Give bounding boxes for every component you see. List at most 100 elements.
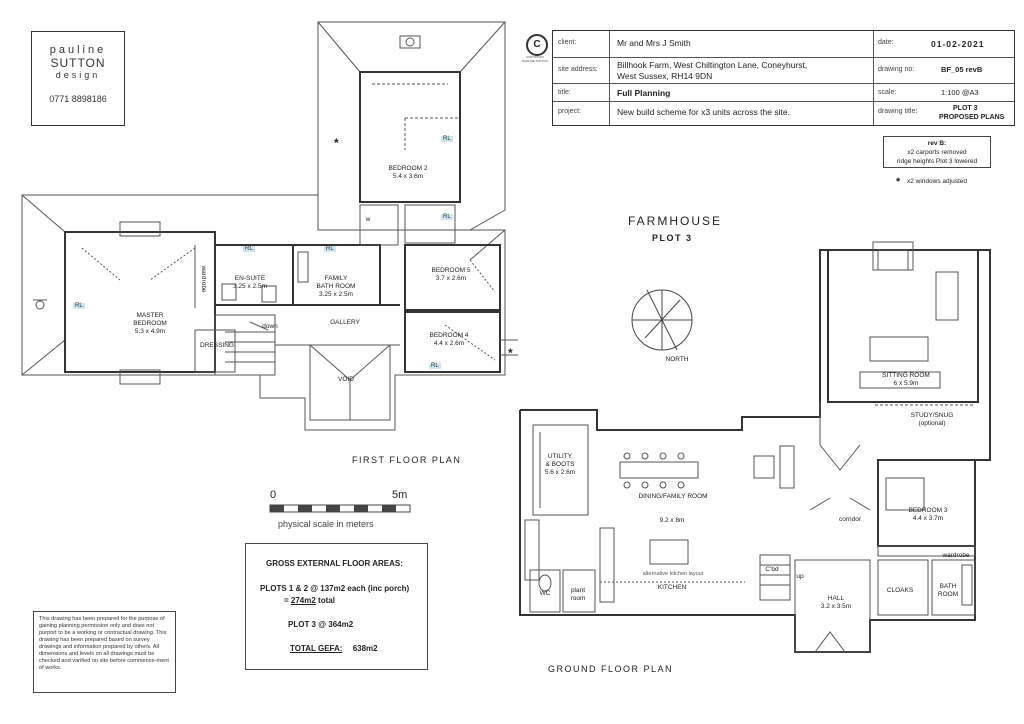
bathroom-label: BATH ROOM [938, 583, 958, 599]
site-value-2: West Sussex, RH14 9DN [617, 71, 713, 81]
room-size: 5.4 x 3.6m [392, 173, 424, 180]
cloaks-label: CLOAKS [886, 587, 914, 594]
logo-line-3: design [55, 70, 101, 80]
tb-rule [553, 101, 1014, 102]
areas-total: TOTAL GEFA: 638m2 [290, 644, 378, 653]
gallery-label: GALLERY [330, 319, 360, 326]
company-logo: pauline SUTTON design 0771 8898186 [31, 31, 125, 126]
areas-line-3: PLOT 3 @ 364m2 [288, 620, 354, 629]
project-label: project: [558, 108, 581, 115]
rooflight-label: RL [429, 363, 441, 369]
master-bedroom-walls [64, 231, 216, 373]
room-size: 3.25 x 2.5m [319, 291, 353, 298]
room-size: 3.7 x 2.6m [435, 275, 467, 282]
site-label: site address: [558, 66, 598, 73]
family-bathroom-label: FAMILY BATH ROOM 3.25 x 2.5m [317, 275, 356, 299]
tb-rule [553, 57, 1014, 58]
north-arrow [631, 289, 693, 351]
scale-five: 5m [392, 489, 408, 501]
drawingno-label: drawing no: [878, 66, 915, 73]
dressing-label: DRESSING [200, 342, 234, 349]
wardrobe-label: wardrobe [942, 552, 970, 559]
north-label: NORTH [665, 356, 689, 363]
sitting-room-label: SITTING ROOM 6 x 5.9m [882, 372, 930, 388]
kitchen-label: KITCHEN [657, 584, 687, 591]
room-name: plant [570, 587, 586, 594]
areas-title: GROSS EXTERNAL FLOOR AREAS: [266, 559, 403, 568]
room-name: UTILITY [547, 453, 573, 460]
down-label: down [262, 323, 278, 330]
date-label: date: [878, 39, 894, 46]
room-note: (optional) [918, 420, 946, 427]
window-star: * [334, 136, 339, 150]
plant-room-label: plant room [571, 587, 586, 603]
client-value: Mr and Mrs J Smith [617, 38, 691, 48]
scale-value: 1:100 @A3 [941, 88, 979, 97]
areas-total-value: 638m2 [352, 644, 378, 653]
date-value: 01-02-2021 [931, 39, 985, 49]
drawingtitle-value-2: PROPOSED PLANS [939, 114, 1005, 121]
corridor-label: corridor [838, 516, 862, 523]
dining-size: 9.2 x 8m [659, 517, 685, 524]
room-name: HALL [827, 595, 845, 602]
wc-label: WC [539, 590, 551, 597]
areas-line-2-suffix: total [315, 596, 335, 605]
title-block: client: Mr and Mrs J Smith date: 01-02-2… [552, 30, 1015, 126]
areas-line-2-prefix: = [284, 596, 291, 605]
room-name: room [570, 595, 586, 602]
logo-line-1: pauline [49, 44, 107, 56]
site-value-1: Billhook Farm, West Chiltington Lane, Co… [617, 60, 808, 70]
room-name: STUDY/SNUG [910, 412, 954, 419]
room-size: 4.4 x 2.6m [433, 340, 465, 347]
void-label: VOID [338, 376, 354, 383]
revision-box: rev B: x2 carports removed ridge heights… [883, 136, 991, 168]
room-name: BATH [939, 583, 957, 590]
rev-line-1: rev B: [927, 140, 947, 147]
drawingtitle-label: drawing title: [878, 108, 918, 115]
rooflight-label: RL [441, 136, 453, 142]
bedroom-5-label: BEDROOM 5 3.7 x 2.6m [431, 267, 470, 283]
farmhouse-heading: FARMHOUSE [628, 214, 723, 228]
wardrobe-label: wardrobe [200, 265, 207, 293]
up-label: up [796, 573, 804, 580]
rooflight-label: RL [243, 246, 255, 252]
room-name: BEDROOM 3 [908, 507, 948, 514]
tb-divider [873, 31, 874, 125]
room-name: EN-SUITE [234, 275, 266, 282]
drawingno-value: BF_05 revB [941, 65, 983, 74]
room-name: BATH ROOM [316, 283, 356, 290]
ensuite-label: EN-SUITE 3.25 x 2.5m [233, 275, 267, 291]
tb-rule [553, 83, 1014, 84]
areas-total-label: TOTAL GEFA: [290, 644, 343, 653]
scale-label: scale: [878, 89, 897, 96]
drawingtitle-value-1: PLOT 3 [953, 105, 978, 112]
rev-star-note: x2 windows adjusted [907, 178, 967, 185]
room-name: BEDROOM 5 [431, 267, 471, 274]
room-name: FAMILY [324, 275, 348, 282]
scale-caption: physical scale in meters [278, 519, 374, 529]
copyright-symbol: C [533, 39, 541, 50]
window-star: * [508, 346, 513, 360]
room-name: BEDROOM 4 [429, 332, 469, 339]
bedroom-2-walls [359, 71, 461, 203]
scale-bar [269, 504, 411, 513]
master-bedroom-label: MASTER BEDROOM 5.3 x 4.9m [133, 312, 167, 336]
ground-floor-plan-title: GROUND FLOOR PLAN [548, 664, 674, 674]
areas-line-2: = 274m2 total [284, 596, 335, 605]
client-label: client: [558, 39, 577, 46]
room-size: 4.4 x 3.7m [912, 515, 944, 522]
room-size: 5.6 x 2.6m [544, 469, 576, 476]
room-size: 5.3 x 4.9m [134, 328, 166, 335]
areas-line-2-value: 274m2 [290, 596, 316, 605]
rev-line-3: ridge heights Plot 3 lowered [896, 158, 978, 165]
scale-zero: 0 [270, 489, 277, 501]
rev-line-2: x2 carports removed [907, 149, 967, 156]
logo-line-2: SUTTON [50, 56, 106, 70]
hall-label: HALL 3.2 x 3.5m [821, 595, 851, 611]
room-name: BEDROOM 2 [388, 165, 428, 172]
w-label: w [365, 216, 371, 223]
room-size: 3.25 x 2.5m [233, 283, 267, 290]
rev-star: * [896, 176, 901, 188]
copyright-caption: COPYRIGHT PAULINE SUTTON [522, 55, 548, 63]
